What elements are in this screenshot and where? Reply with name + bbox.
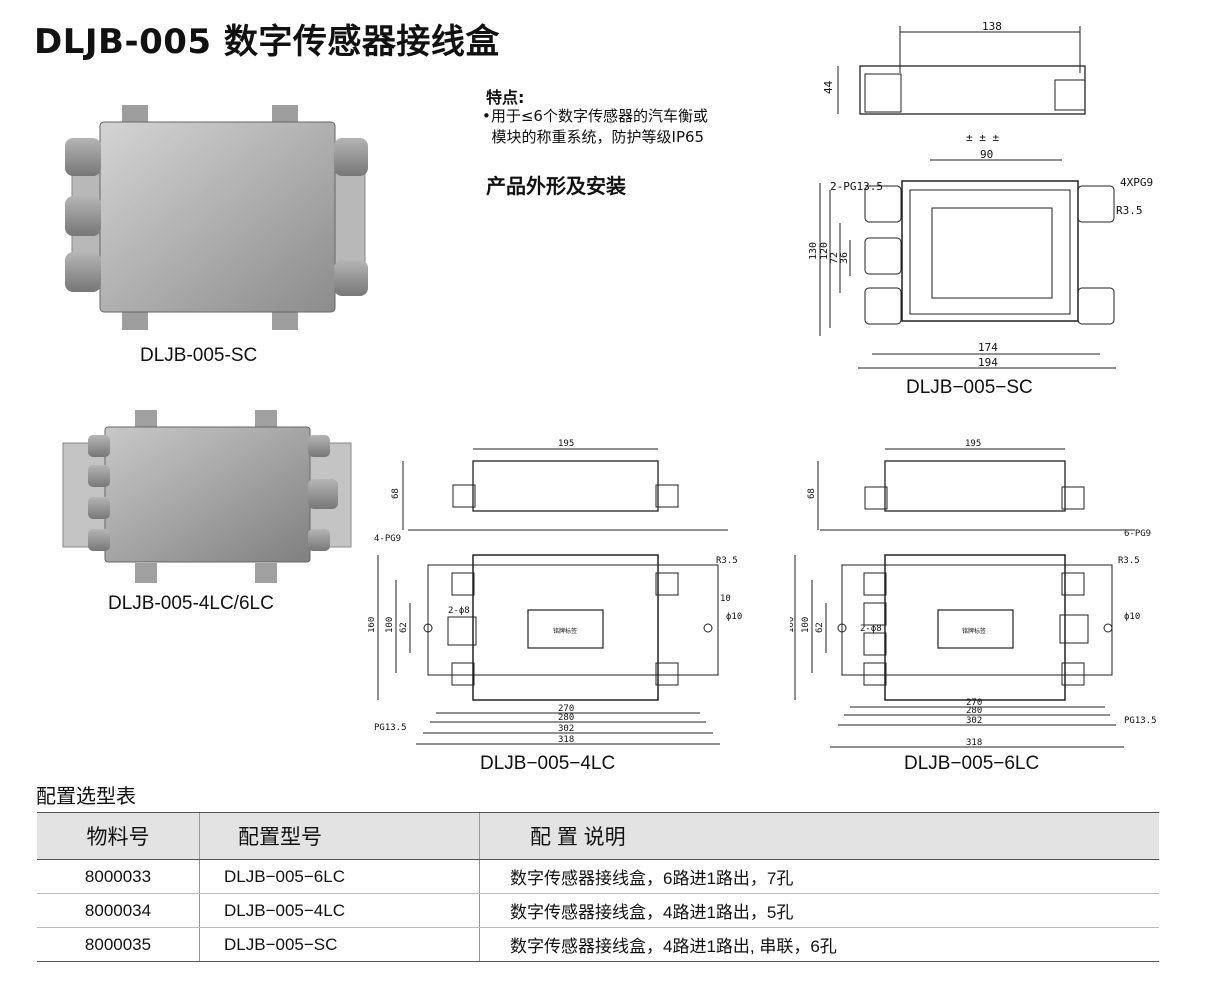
dim-label: 90 [980, 148, 993, 161]
header-material-no: 物料号 [37, 812, 200, 860]
cell-material-no: 8000034 [37, 893, 200, 928]
svg-text:± ± ±: ± ± ± [966, 131, 999, 144]
cell-description: 数字传感器接线盒，4路进1路出, 串联，6孔 [479, 927, 1159, 962]
cell-material-no: 8000033 [37, 859, 200, 894]
dim-label: 36 [839, 252, 850, 264]
cell-description: 数字传感器接线盒，4路进1路出，5孔 [479, 893, 1159, 928]
features-text: •用于≤6个数字传感器的汽车衡或 模块的称重系统，防护等级IP65 [482, 106, 782, 148]
dim-label: 270 [966, 698, 982, 708]
feature-line: 模块的称重系统，防护等级IP65 [482, 128, 705, 146]
dim-label: 100 [801, 617, 811, 633]
shape-install-heading: 产品外形及安装 [486, 174, 626, 198]
dim-label: 68 [807, 488, 817, 499]
dim-label: 194 [978, 356, 998, 369]
dim-label: 4-PG9 [374, 534, 401, 544]
photo-caption: DLJB-005-4LC/6LC [108, 593, 274, 614]
header-description: 配 置 说明 [479, 812, 1159, 860]
dim-label: 318 [966, 738, 982, 748]
table-row: 8000035 DLJB−005−SC 数字传感器接线盒，4路进1路出, 串联，… [37, 927, 1159, 962]
dim-label: 2-ϕ8 [860, 624, 882, 634]
dim-label: 10 [720, 594, 731, 604]
dim-label: ϕ10 [1124, 612, 1140, 622]
cell-description: 数字传感器接线盒，6路进1路出，7孔 [479, 859, 1159, 894]
dim-label: 174 [978, 341, 998, 354]
dim-label: 280 [558, 713, 574, 723]
table-header-row: 物料号 配置型号 配 置 说明 [37, 812, 1159, 860]
dim-label: 195 [558, 439, 574, 449]
dim-label: 72 [829, 252, 840, 264]
dim-label: 4XPG9 [1120, 176, 1153, 189]
dim-label: 2-PG13.5 [830, 180, 883, 193]
dim-label: 6-PG9 [1124, 529, 1151, 539]
table-row: 8000034 DLJB−005−4LC 数字传感器接线盒，4路进1路出，5孔 [37, 893, 1159, 928]
drawing-caption: DLJB−005−4LC [480, 753, 616, 774]
dim-label: 62 [399, 622, 409, 633]
dim-label: 160 [790, 617, 796, 633]
cell-model: DLJB−005−SC [199, 927, 480, 962]
dim-label: 68 [391, 488, 401, 499]
dim-label: ϕ10 [726, 612, 742, 622]
config-table: 物料号 配置型号 配 置 说明 8000033 DLJB−005−6LC 数字传… [37, 812, 1159, 962]
table-title: 配置选型表 [36, 784, 136, 808]
dim-label: 62 [815, 622, 825, 633]
dim-label: 318 [558, 735, 574, 745]
drawing-caption: DLJB−005−SC [906, 377, 1033, 398]
dim-label: 195 [965, 439, 981, 449]
header-model: 配置型号 [199, 812, 480, 860]
cell-model: DLJB−005−6LC [199, 859, 480, 894]
table-row: 8000033 DLJB−005−6LC 数字传感器接线盒，6路进1路出，7孔 [37, 859, 1159, 894]
dim-label: 120 [819, 242, 830, 260]
dim-label: 160 [368, 617, 377, 633]
dim-label: PG13.5 [1124, 716, 1157, 726]
features-heading: 特点: [486, 88, 525, 107]
dim-label: 302 [558, 724, 574, 734]
dim-label: 270 [558, 704, 574, 714]
cell-material-no: 8000035 [37, 927, 200, 962]
dim-label: R3.5 [716, 556, 738, 566]
photo-dljb-005-4lc-6lc [62, 410, 352, 583]
drawing-dljb-005-6lc: 195 68 6-PG9 R3.5 铭牌标签 2-ϕ8 ϕ10 160 100 … [790, 439, 1157, 748]
dim-label: 100 [385, 617, 395, 633]
drawing-dljb-005-4lc: 195 68 4-PG9 R3.5 铭牌标签 2-ϕ8 ϕ10 10 160 1… [368, 439, 742, 745]
nameplate-label: 铭牌标签 [553, 627, 577, 635]
dim-label: 2-ϕ8 [448, 606, 470, 616]
dim-label: 280 [966, 706, 982, 716]
cell-model: DLJB−005−4LC [199, 893, 480, 928]
dim-label: 302 [966, 716, 982, 726]
feature-line: •用于≤6个数字传感器的汽车衡或 [482, 107, 708, 125]
dim-label: 130 [808, 242, 819, 260]
drawing-dljb-005-sc: 138 44 ± ± ± 90 2-PG13.5 4XPG9 R3.5 130 … [808, 20, 1153, 369]
drawing-caption: DLJB−005−6LC [904, 753, 1040, 774]
dim-label: 44 [822, 80, 835, 94]
dim-label: 138 [982, 20, 1002, 33]
dim-label: R3.5 [1116, 204, 1143, 217]
dim-label: PG13.5 [374, 723, 407, 733]
dim-label: R3.5 [1118, 556, 1140, 566]
photo-dljb-005-sc [65, 105, 368, 330]
nameplate-label: 铭牌标签 [962, 627, 986, 635]
photo-caption: DLJB-005-SC [140, 345, 258, 366]
page-title: DLJB-005 数字传感器接线盒 [34, 22, 500, 62]
